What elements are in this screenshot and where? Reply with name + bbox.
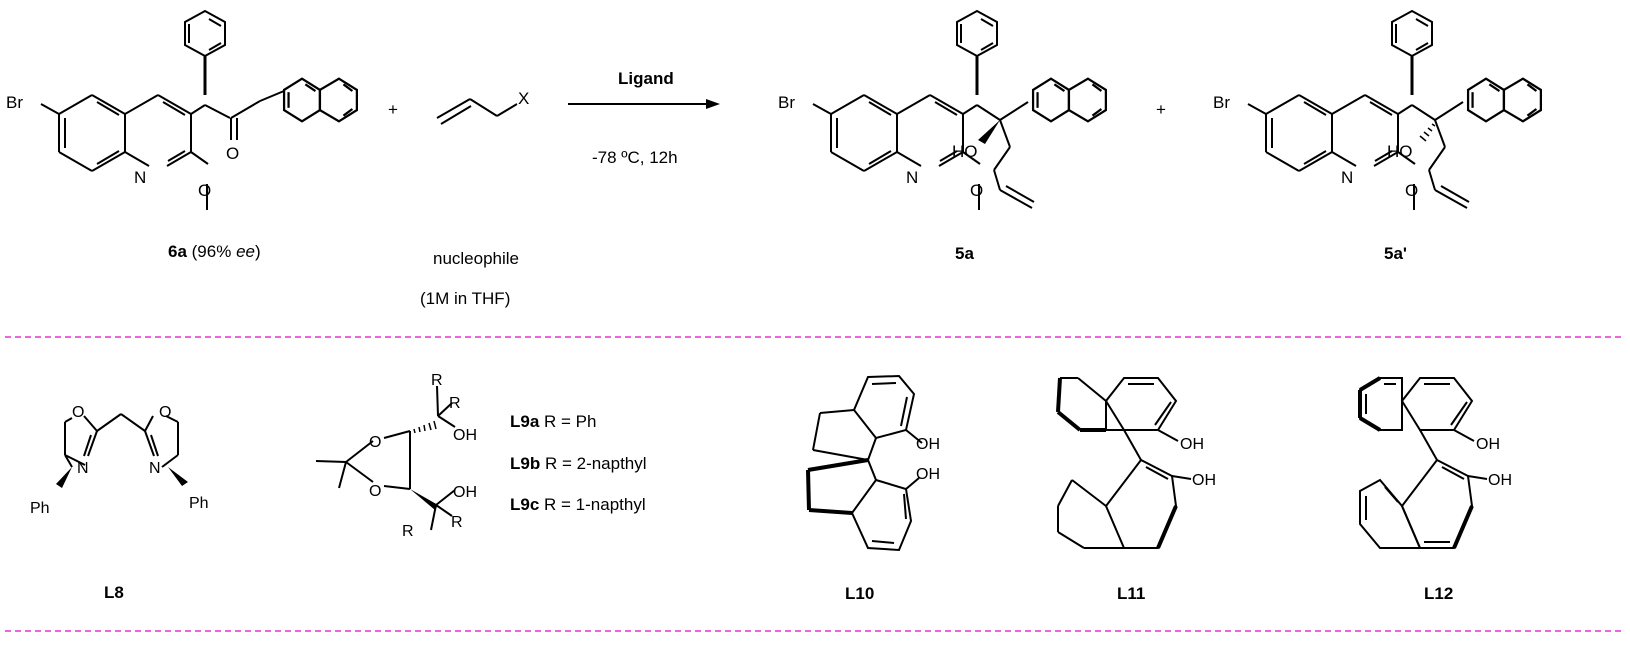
l9-hydroxyl-bottom: OH — [453, 484, 477, 501]
l9-oxygen-bottom: O — [369, 483, 381, 500]
nitrogen-atom: N — [134, 168, 146, 187]
ligand-l12-structure — [1359, 377, 1488, 549]
methoxy-oxygen: O — [970, 181, 983, 200]
l12-hydroxyl-bottom: OH — [1488, 472, 1512, 489]
l8-oxygen-right: O — [159, 404, 171, 421]
l10-hydroxyl-top: OH — [916, 436, 940, 453]
plus-sign: + — [388, 100, 398, 119]
l8-phenyl-left: Ph — [30, 500, 50, 517]
hydroxyl-group: HO — [952, 142, 978, 161]
nucleophile-solution: (1M in THF) — [420, 289, 510, 308]
l11-hydroxyl-top: OH — [1180, 436, 1204, 453]
allyl-nucleophile-structure — [436, 98, 518, 125]
l9c-definition: L9c R = 1-napthyl — [510, 495, 646, 514]
nitrogen-atom: N — [1341, 168, 1353, 187]
nitrogen-atom: N — [906, 168, 918, 187]
l8-nitrogen-right: N — [149, 460, 161, 477]
l12-hydroxyl-top: OH — [1476, 436, 1500, 453]
hydroxyl-group: HO — [1387, 142, 1413, 161]
bromo-atom: Br — [1213, 93, 1230, 112]
product-5a-prime-structure: Br N O HO — [1213, 10, 1543, 211]
carbonyl-oxygen: O — [226, 144, 239, 163]
bromo-atom: Br — [778, 93, 795, 112]
plus-sign-products: + — [1156, 100, 1166, 119]
product-5a-label: 5a — [955, 244, 974, 263]
l8-oxygen-left: O — [72, 404, 84, 421]
ligand-l10-structure — [812, 374, 923, 552]
reagent-ligand: Ligand — [618, 69, 674, 88]
nucleophile-label: nucleophile — [433, 249, 519, 268]
ligand-l9-structure — [315, 385, 456, 531]
l9-oxygen-top: O — [369, 434, 381, 451]
reaction-arrow — [568, 99, 720, 109]
l11-hydroxyl-bottom: OH — [1192, 472, 1216, 489]
reaction-conditions: -78 ºC, 12h — [592, 148, 678, 167]
l9-r-group: R — [402, 523, 414, 540]
product-5a-structure: Br N O HO — [778, 10, 1108, 211]
ligand-l12-label: L12 — [1424, 584, 1453, 603]
l9b-definition: L9b R = 2-napthyl — [510, 454, 647, 473]
ligand-l8-structure — [64, 413, 179, 468]
product-5a-prime-label: 5a' — [1384, 244, 1407, 263]
ligand-l11-label: L11 — [1117, 584, 1145, 603]
compound-6a-structure: Br N O O — [6, 10, 359, 211]
l9-r-group: R — [451, 514, 463, 531]
methoxy-oxygen: O — [198, 181, 211, 200]
ligand-l10-label: L10 — [845, 584, 874, 603]
l9-hydroxyl-top: OH — [453, 427, 477, 444]
l9a-definition: L9a R = Ph — [510, 412, 596, 431]
bromo-atom: Br — [6, 93, 23, 112]
l8-phenyl-right: Ph — [189, 495, 209, 512]
compound-6a-label: 6a (96% ee) — [168, 242, 261, 261]
methoxy-oxygen: O — [1405, 181, 1418, 200]
ligand-l8-label: L8 — [104, 583, 124, 602]
l9-r-group: R — [449, 395, 461, 412]
l8-nitrogen-left: N — [77, 460, 89, 477]
l9-r-group: R — [431, 372, 443, 389]
l10-hydroxyl-bottom: OH — [916, 466, 940, 483]
leaving-group-x: X — [518, 89, 529, 108]
ligand-l11-structure — [1057, 377, 1192, 549]
